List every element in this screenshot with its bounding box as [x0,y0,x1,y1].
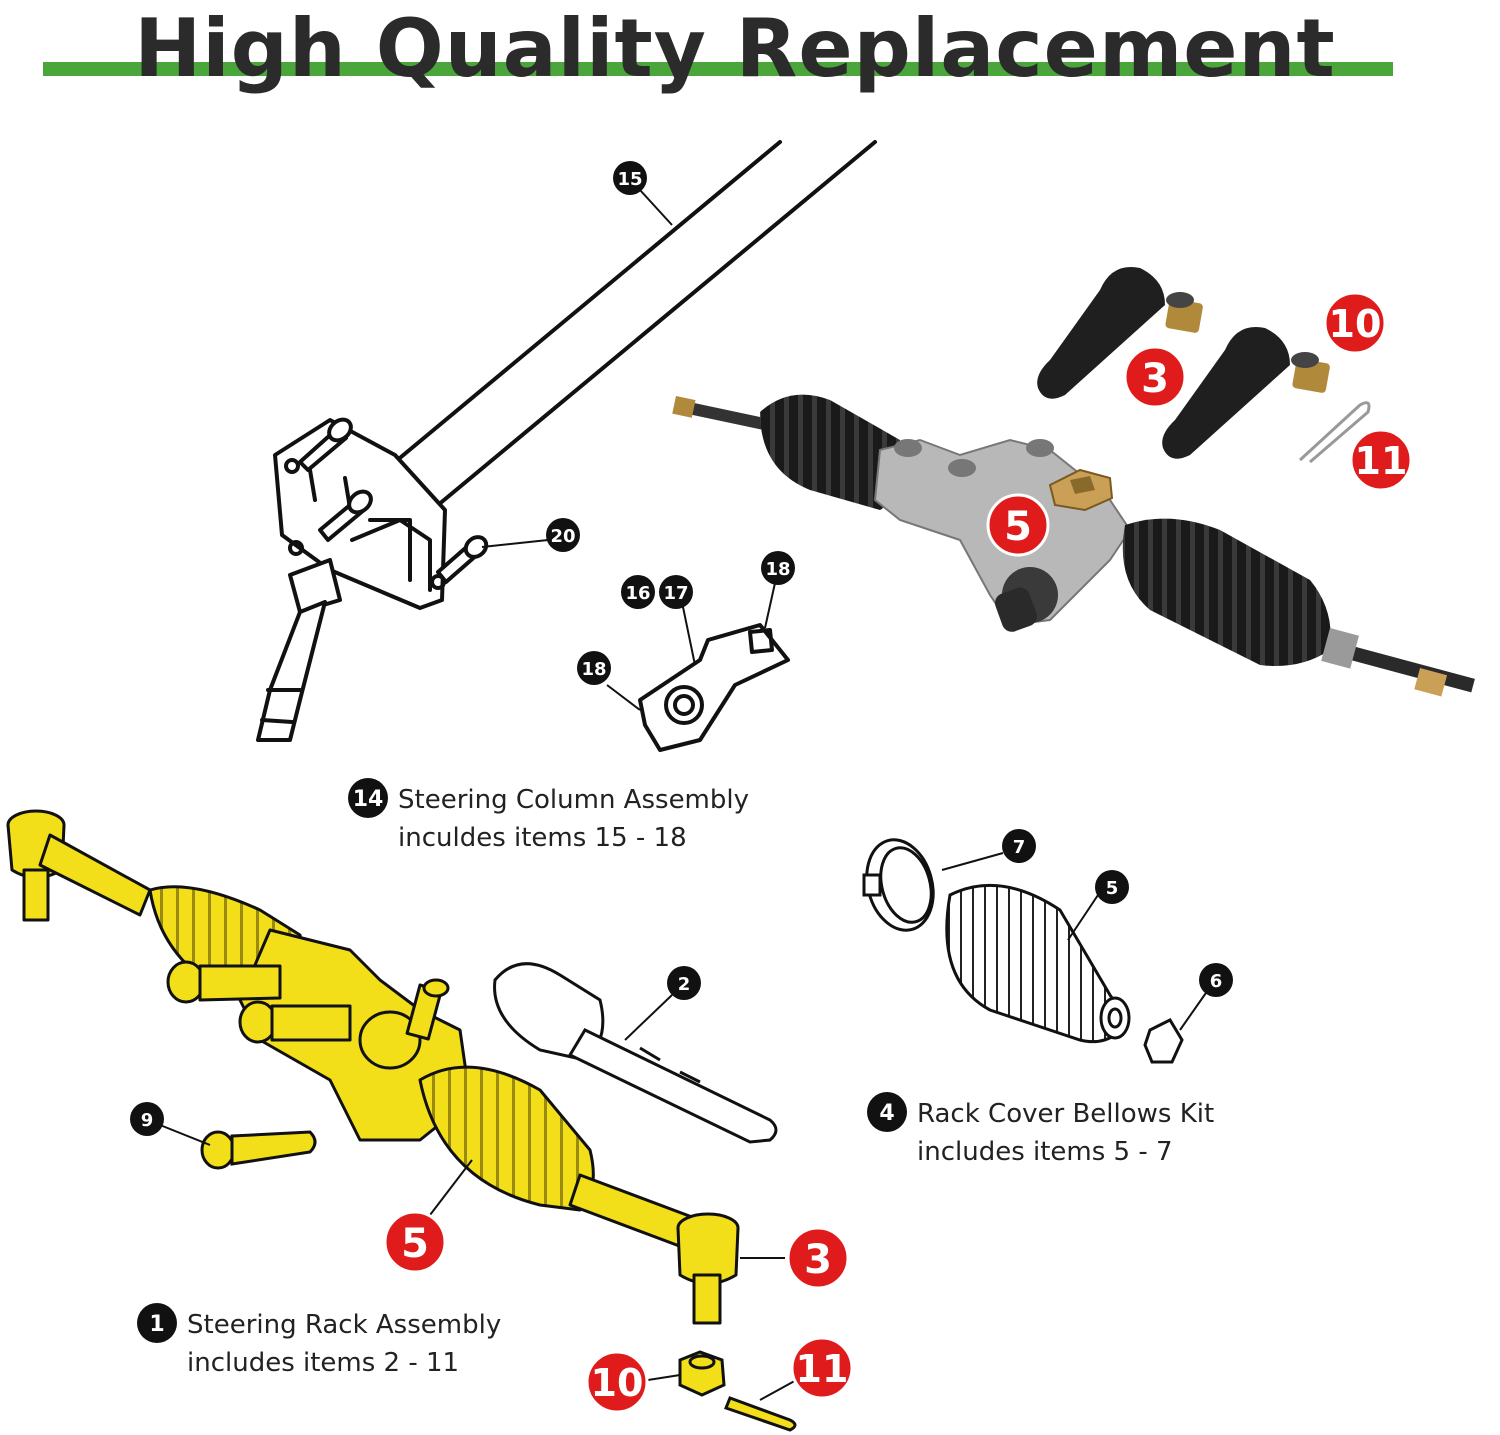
caption-subtitle: includes items 5 - 7 [917,1137,1173,1167]
housing-bolt [166,960,282,1004]
bellows-kit-drawing [862,838,1184,1064]
accent-bar [43,62,1393,76]
caption-title: Steering Rack Assembly [187,1310,501,1340]
rack-leader-lines [159,994,801,1401]
u-joint [638,623,790,752]
svg-text:4: 4 [879,1101,894,1126]
svg-text:11: 11 [796,1347,849,1391]
svg-text:14: 14 [353,787,384,812]
svg-text:1: 1 [149,1312,164,1337]
svg-text:20: 20 [550,526,575,547]
callout-red-3: 3 [1123,345,1187,409]
left-rod [677,400,769,431]
tie-rod-end [1162,326,1330,459]
bellows-callouts: 7 5 6 [1002,829,1233,997]
housing-bolt [238,1000,352,1044]
small-clip [1143,1018,1184,1064]
lower-joint [288,558,342,614]
pinion-input [358,978,450,1070]
caption-number-badge [348,778,388,818]
callout-9: 9 [130,1102,164,1136]
svg-text:18: 18 [765,559,790,580]
bolt [436,535,489,584]
svg-text:15: 15 [617,169,642,190]
yellow-steering-rack [6,809,740,1325]
caption-title: Steering Column Assembly [398,785,749,815]
callout-20: 20 [546,518,580,552]
column-leader-lines [481,189,776,711]
callout-2: 2 [667,966,701,1000]
page-title: High Quality Replacement [134,2,1336,95]
svg-text:6: 6 [1210,971,1223,992]
callout-5: 5 [1095,870,1129,904]
callout-red-10: 10 [585,1350,649,1414]
steering-shaft [393,140,877,522]
svg-text:3: 3 [804,1237,832,1283]
bellows-leader-lines [941,852,1209,1031]
steering-rack-caption: 1 Steering Rack Assembly includes items … [137,1303,501,1378]
callout-red-5: 5 [383,1210,447,1274]
svg-text:2: 2 [678,974,691,995]
callout-red-10: 10 [1323,291,1387,355]
callout-red-3: 3 [786,1226,850,1290]
left-bellows [760,394,900,510]
callout-18-left: 18 [577,651,611,685]
photo-callouts: 3 10 5 11 [986,291,1413,557]
svg-text:10: 10 [1329,302,1382,346]
photo-tie-rod-ends [1037,266,1371,464]
svg-text:7: 7 [1013,837,1026,858]
svg-text:10: 10 [591,1361,644,1405]
svg-text:17: 17 [663,583,688,604]
caption-subtitle: includes items 2 - 11 [187,1348,459,1378]
right-bellows [1122,518,1331,666]
bolt [298,417,353,472]
callout-18-top: 18 [761,551,795,585]
callout-6: 6 [1199,963,1233,997]
right-tie-rod-end [568,1173,740,1325]
cotter-pin [1298,401,1371,464]
svg-text:3: 3 [1141,356,1169,402]
clamp-ring [862,838,935,932]
castle-nut [678,1350,726,1397]
callout-15: 15 [613,161,647,195]
header: High Quality Replacement [43,2,1393,95]
callout-red-11: 11 [790,1336,854,1400]
callout-7: 7 [1002,829,1036,863]
left-tie-rod-end [6,809,152,922]
caption-subtitle: inculdes items 15 - 18 [398,823,687,853]
callout-red-11: 11 [1349,428,1413,492]
bolt-9 [200,1130,317,1170]
svg-text:18: 18 [581,659,606,680]
tie-rod-end [1037,266,1203,399]
callout-16: 16 [621,575,655,609]
steering-column-drawing [256,140,877,752]
callout-red-5: 5 [986,493,1050,557]
inner-tie-rod [493,962,778,1144]
steering-column-caption: 14 Steering Column Assembly inculdes ite… [348,778,749,853]
cotter-pin-yellow [724,1396,797,1432]
caption-title: Rack Cover Bellows Kit [917,1099,1214,1129]
column-callouts: 15 20 16 17 18 18 [546,161,795,685]
bolt [318,489,373,542]
svg-text:5: 5 [401,1221,429,1267]
svg-text:5: 5 [1106,878,1119,899]
svg-text:5: 5 [1004,504,1032,550]
svg-text:9: 9 [141,1110,154,1131]
svg-text:16: 16 [625,583,650,604]
svg-text:11: 11 [1355,439,1408,483]
right-bellows [418,1065,595,1212]
rack-callouts: 2 9 5 3 10 11 [130,966,854,1414]
bellows-boot [945,883,1121,1044]
callout-17: 17 [659,575,693,609]
bellows-kit-caption: 4 Rack Cover Bellows Kit includes items … [867,1092,1214,1167]
